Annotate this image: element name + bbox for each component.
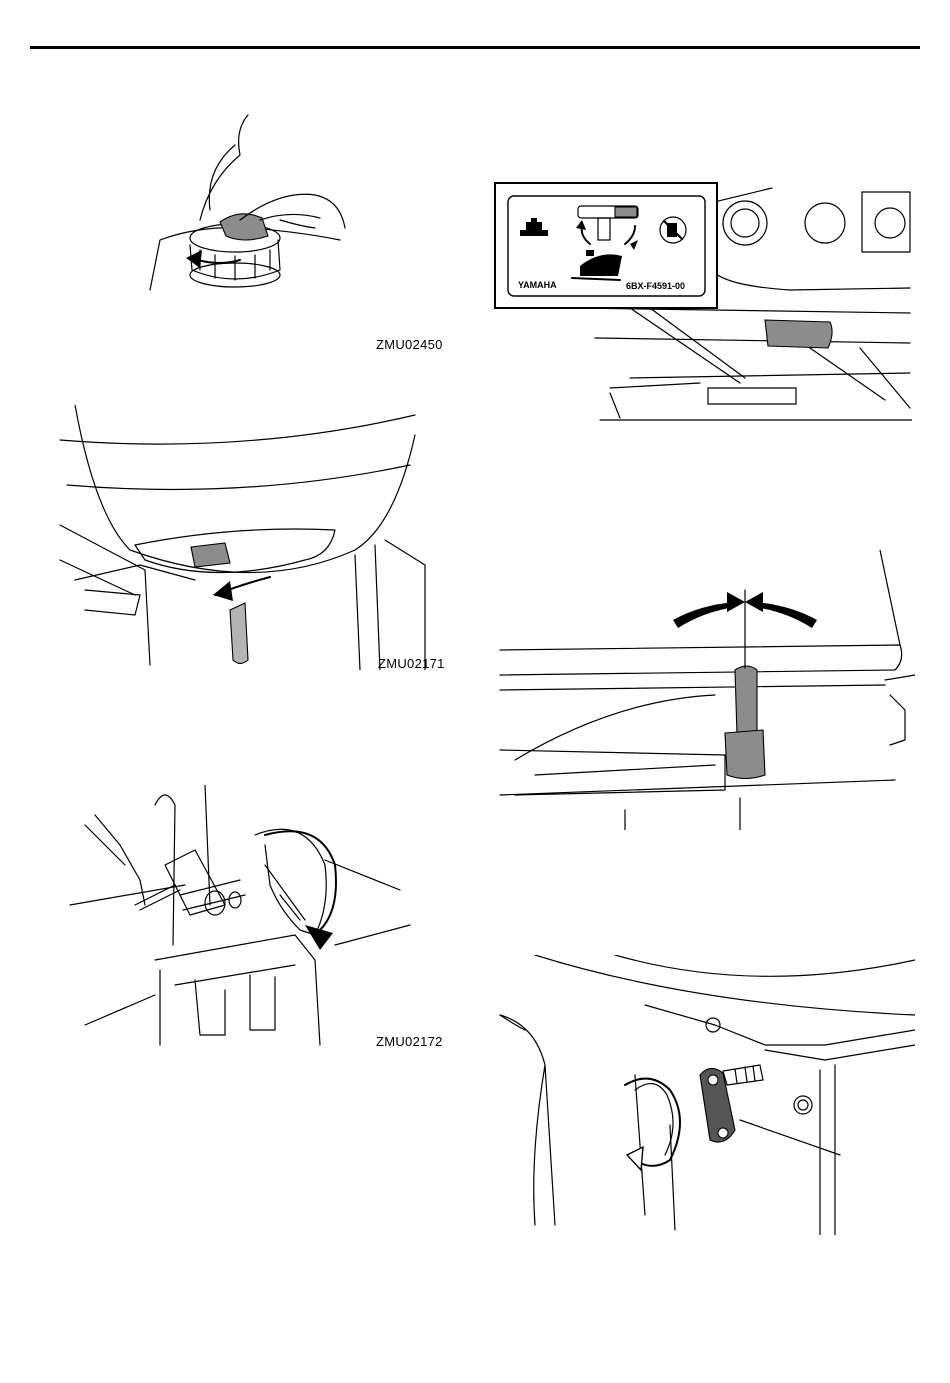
- figure-code: ZMU02171: [378, 656, 445, 671]
- figure-code: ZMU02172: [376, 1034, 443, 1049]
- figure-lever-center: [495, 550, 915, 830]
- choke-lever: [735, 666, 757, 735]
- figure-lever-removal: [495, 955, 915, 1235]
- figure-code: ZMU02450: [376, 337, 443, 352]
- rotation-arrow-icon: [627, 1147, 643, 1170]
- rotation-arrow-icon: [727, 592, 745, 612]
- figure-fuel-cap: [140, 110, 360, 300]
- figure-starter-mechanism: [65, 785, 415, 1050]
- choke-lever: [765, 320, 832, 348]
- decal-part-number: 6BX-F4591-00: [626, 281, 685, 291]
- choke-knob: [191, 543, 230, 567]
- rotation-arrow-icon: [305, 925, 333, 950]
- figure-choke-knob: [55, 405, 435, 670]
- decal-brand: YAMAHA: [518, 280, 557, 290]
- header-rule: [30, 46, 920, 49]
- figure-decal: YAMAHA 6BX-F4591-00: [490, 178, 912, 428]
